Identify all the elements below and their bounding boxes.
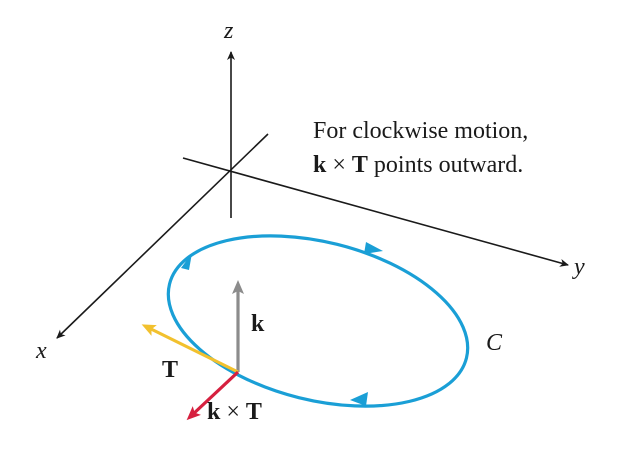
k-cross-t-k: k — [207, 399, 221, 425]
t-vector — [141, 324, 239, 374]
z-axis-label: z — [223, 18, 234, 44]
caption-line-1: For clockwise motion, — [313, 118, 528, 144]
curve-c — [166, 234, 470, 408]
x-axis — [56, 133, 269, 339]
caption-t: T — [352, 152, 368, 178]
k-cross-t-t: T — [246, 399, 262, 425]
t-vector-label: T — [162, 357, 178, 383]
caption-rest: points outward. — [368, 152, 523, 178]
curve-label: C — [486, 330, 503, 356]
curve-arrowhead-top — [364, 242, 383, 254]
k-cross-t-label: k×T — [207, 399, 262, 425]
caption-times: × — [332, 152, 346, 178]
y-axis — [182, 157, 569, 267]
y-axis-label: y — [572, 254, 585, 280]
curve-arrowhead-left — [181, 253, 192, 270]
caption-line-2: k×T points outward. — [313, 152, 523, 178]
curve-arrowhead-bottom — [350, 392, 368, 406]
k-vector-label: k — [251, 311, 265, 337]
x-axis-label: x — [35, 338, 47, 364]
k-cross-t-vector — [186, 370, 240, 421]
caption-k: k — [313, 152, 327, 178]
k-cross-t-times: × — [226, 399, 240, 425]
